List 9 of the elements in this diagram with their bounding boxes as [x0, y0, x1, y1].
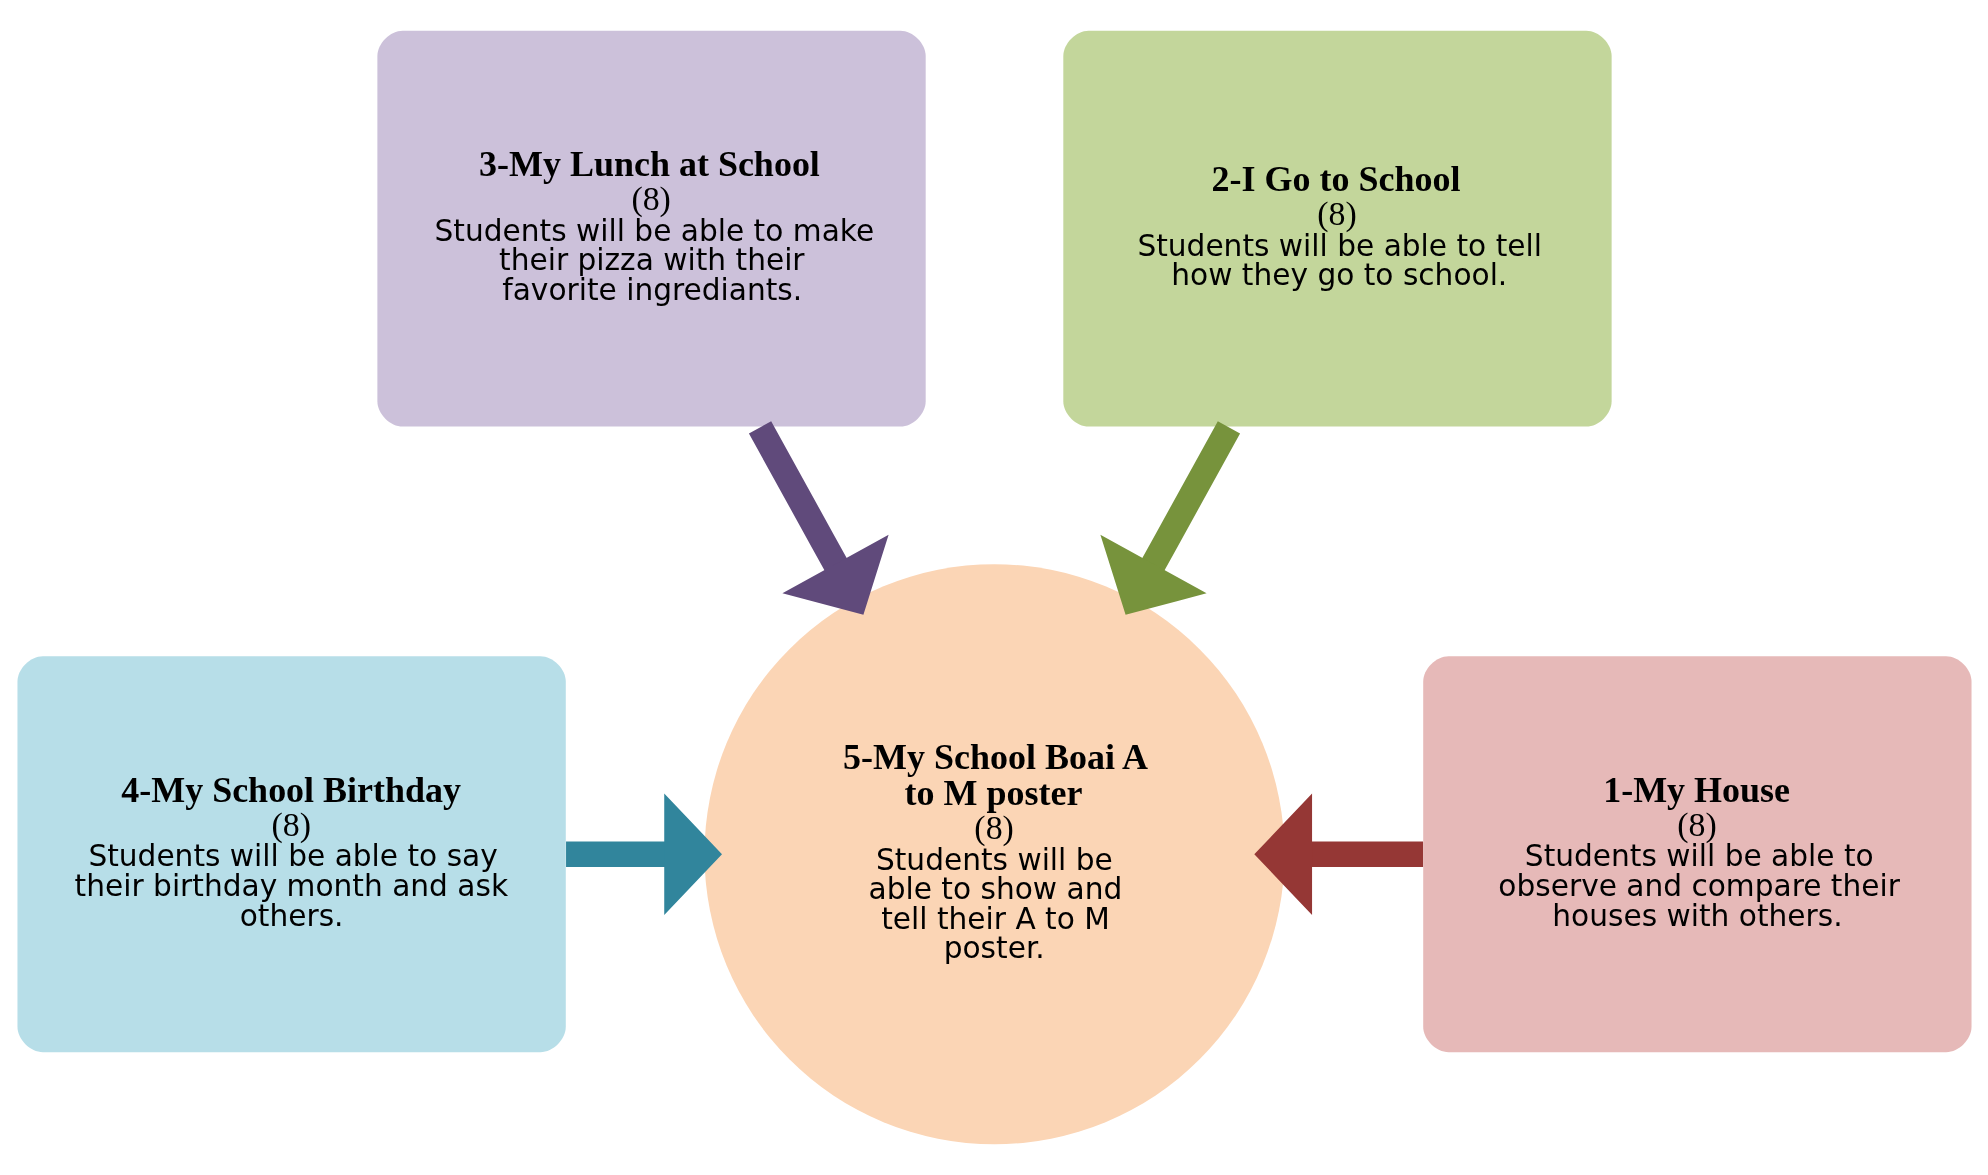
- node-box: 2-I Go to School (8) Students will be able to tell how they go to school.: [1062, 30, 1612, 427]
- arrow: [565, 793, 722, 915]
- node-box: 1-My House (8) Students will be able to observe and compare their houses with others.: [1422, 656, 1972, 1053]
- arrow: [748, 421, 889, 615]
- arrow: [1099, 421, 1240, 615]
- node-circle: 5-My School Boai A to M poster (8) Students will be able to show and tell their A to M poster.: [703, 564, 1285, 1145]
- node-box: 4-My School Birthday (8) Students will be able to say their birthday month and ask others.: [16, 656, 566, 1053]
- arrow: [1253, 793, 1423, 915]
- node-box: 3-My Lunch at School (8) Students will be able to make their pizza with their favorite ingrediants.: [376, 30, 926, 427]
